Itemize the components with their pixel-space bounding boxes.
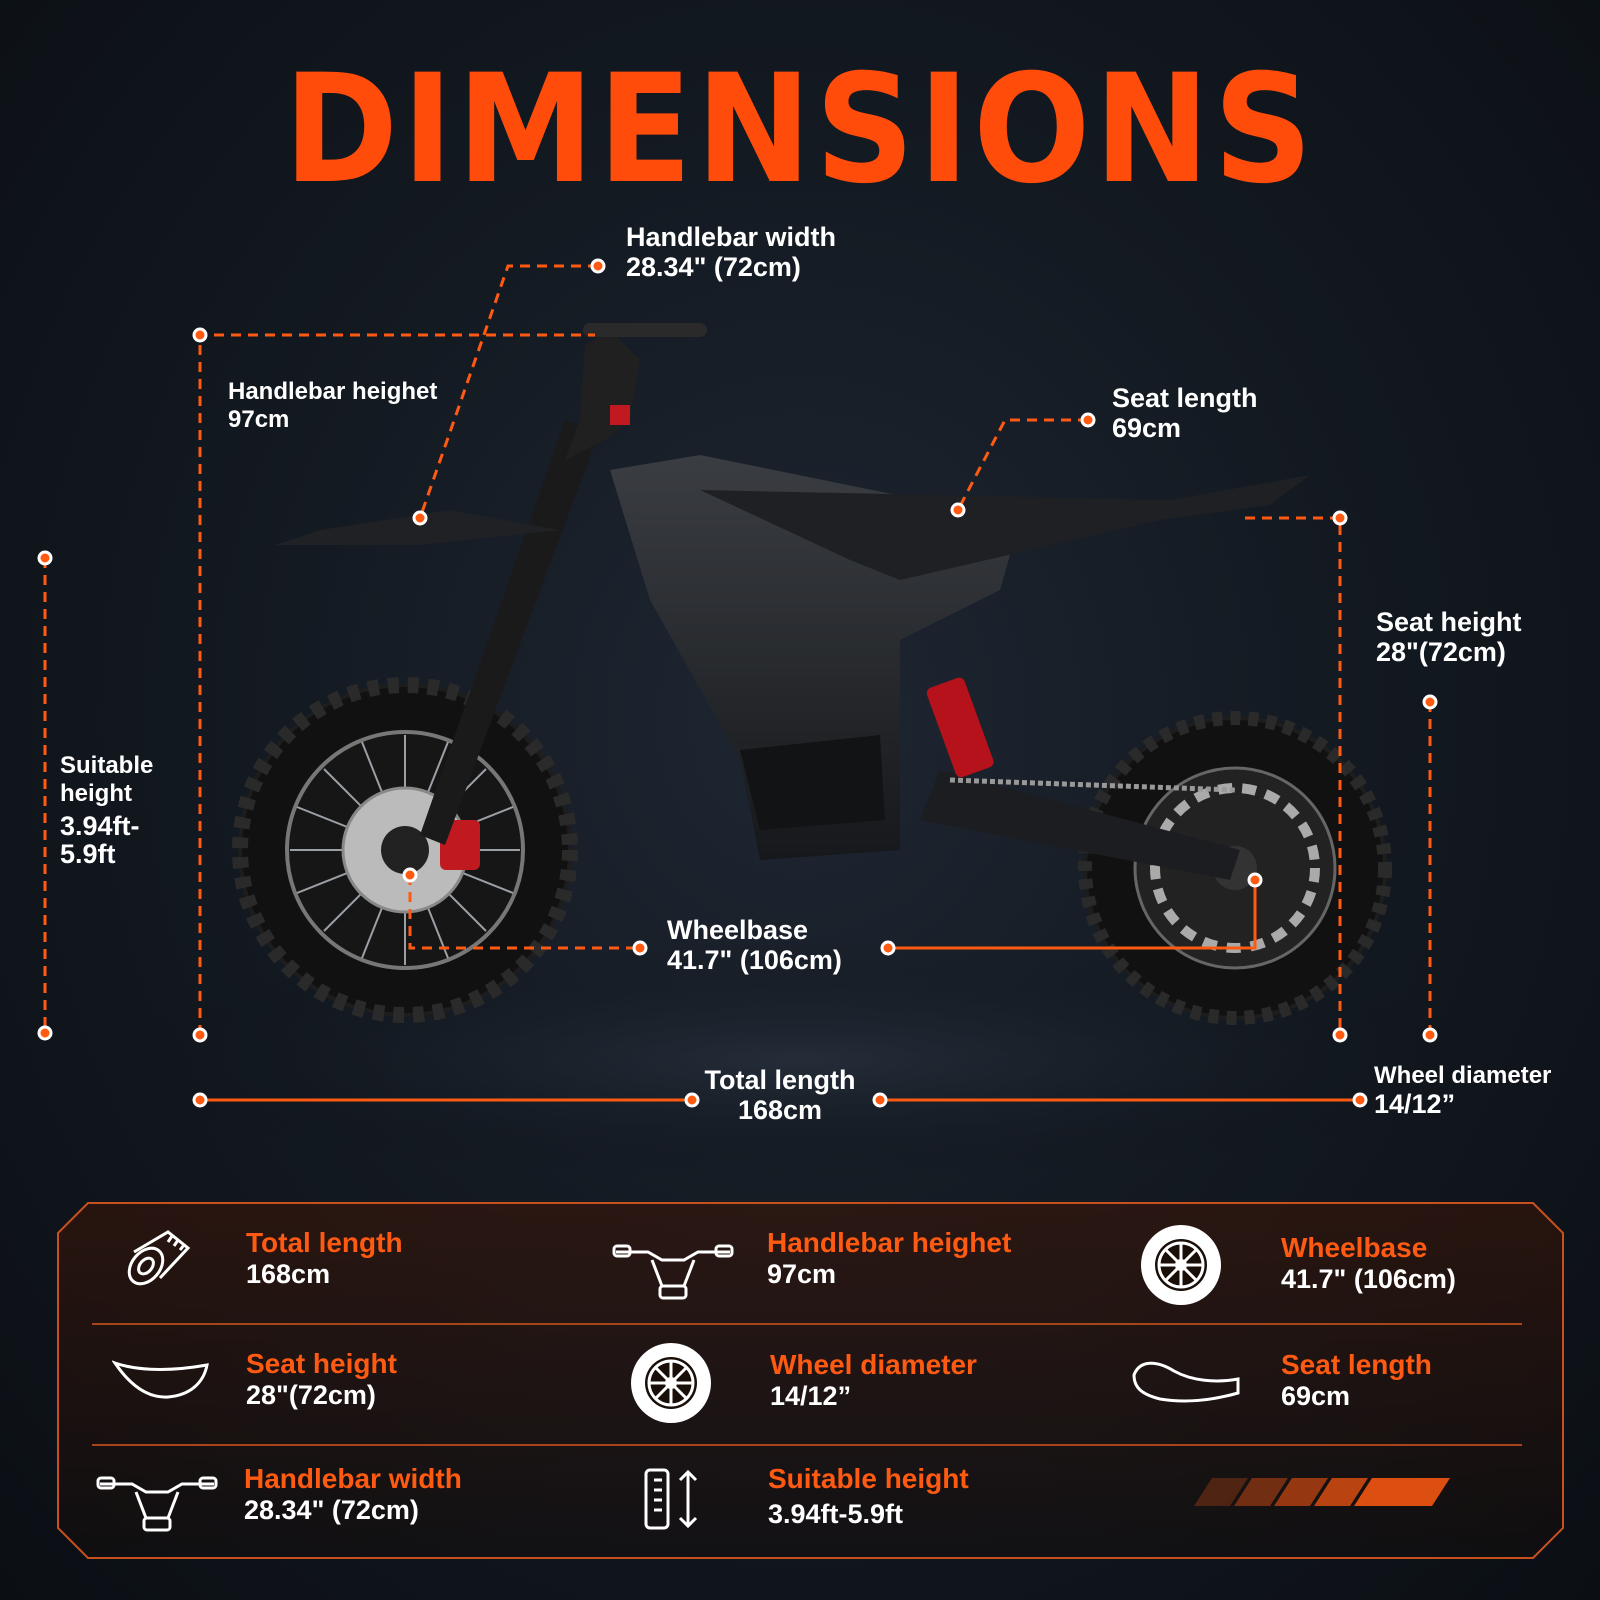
callout-value: 14/12”: [1374, 1089, 1456, 1119]
spec-seat-height: Seat height 28"(72cm): [246, 1349, 397, 1411]
handlebar-icon: [96, 1476, 218, 1532]
callout-value: 3.94ft-: [60, 811, 140, 841]
seat-icon: [1132, 1361, 1240, 1403]
spec-seat-length: Seat length 69cm: [1281, 1350, 1432, 1412]
callout-suitable-height: Suitable height 3.94ft- 5.9ft: [60, 752, 153, 868]
callout-handlebar-height: Handlebar heighet 97cm: [228, 378, 437, 434]
spec-value: 28"(72cm): [246, 1380, 376, 1410]
row-divider: [92, 1444, 1522, 1446]
spec-name: Suitable height: [768, 1463, 969, 1494]
callout-label: Total length: [704, 1065, 856, 1095]
callout-label: Handlebar width: [626, 222, 837, 252]
brake-caliper: [440, 820, 480, 870]
motorbike-image: [232, 323, 1392, 1025]
front-tire-tread: [232, 677, 578, 1023]
spec-name: Seat length: [1281, 1349, 1432, 1380]
callout-total-length: Total length 168cm: [690, 1065, 870, 1125]
spec-wheelbase: Wheelbase 41.7" (106cm): [1281, 1233, 1456, 1295]
callout-label: Seat height: [1376, 607, 1522, 637]
wheel-icon: [631, 1343, 711, 1423]
callout-label: Wheel diameter: [1374, 1062, 1552, 1089]
spec-value: 14/12”: [770, 1381, 852, 1411]
spec-name: Handlebar heighet: [767, 1227, 1012, 1258]
spec-value: 97cm: [767, 1259, 837, 1289]
rear-shock: [926, 677, 994, 778]
handlebar-icon: [612, 1244, 734, 1300]
handlebar-width-leader: [418, 264, 598, 519]
spec-value: 28.34" (72cm): [244, 1495, 419, 1525]
spec-handlebar-height: Handlebar heighet 97cm: [767, 1228, 1011, 1290]
callout-seat-height: Seat height 28"(72cm): [1376, 607, 1522, 667]
page-title: DIMENSIONS: [283, 43, 1317, 217]
front-fork: [420, 420, 600, 845]
swingarm: [920, 770, 1240, 880]
callout-wheel-diameter: Wheel diameter 14/12”: [1374, 1062, 1551, 1118]
spec-name: Wheel diameter: [770, 1349, 977, 1380]
seat-icon: [112, 1360, 209, 1399]
callout-handlebar-width: Handlebar width 28.34" (72cm): [626, 222, 836, 282]
front-fender: [275, 510, 560, 545]
fork-accent: [610, 405, 630, 425]
spec-name: Seat height: [246, 1348, 397, 1379]
spec-value: 41.7" (106cm): [1281, 1264, 1456, 1294]
spec-total-length: Total length 168cm: [246, 1228, 403, 1290]
callout-value: 28.34" (72cm): [626, 252, 801, 282]
wheelbase-line-right: [888, 880, 1257, 950]
spec-value: 168cm: [246, 1259, 331, 1289]
side-panel: [740, 735, 885, 830]
rear-tire-tread: [1078, 711, 1392, 1025]
callout-value: 5.9ft: [60, 839, 116, 869]
wheelbase-line-left: [408, 875, 640, 950]
spec-suitable-height: Suitable height 3.94ft-5.9ft: [768, 1464, 969, 1530]
callout-value: 168cm: [737, 1095, 823, 1125]
callout-value: 41.7" (106cm): [667, 945, 842, 975]
callout-label: Seat length: [1112, 383, 1258, 413]
spec-value: 3.94ft-5.9ft: [768, 1499, 904, 1529]
callout-label: Suitable: [60, 752, 154, 779]
spec-name: Handlebar width: [244, 1463, 462, 1494]
spec-wheel-diameter: Wheel diameter 14/12”: [770, 1350, 977, 1412]
callout-label: Wheelbase: [667, 915, 809, 945]
callout-label: Handlebar heighet: [228, 378, 438, 405]
row-divider: [92, 1323, 1522, 1325]
height-ruler-icon: [644, 1468, 698, 1530]
callout-seat-length: Seat length 69cm: [1112, 383, 1258, 443]
dimension-endpoints: [37, 258, 1438, 1108]
front-hub: [381, 826, 429, 874]
spec-name: Wheelbase: [1281, 1232, 1428, 1263]
callout-label: height: [60, 780, 132, 807]
headlight-plate: [565, 330, 640, 460]
spec-value: 69cm: [1281, 1381, 1351, 1411]
callout-value: 69cm: [1112, 413, 1182, 443]
callout-value: 97cm: [228, 406, 290, 433]
tape-measure-icon: [127, 1230, 191, 1286]
callout-value: 28"(72cm): [1376, 637, 1506, 667]
spec-name: Total length: [246, 1227, 403, 1258]
spec-handlebar-width: Handlebar width 28.34" (72cm): [244, 1464, 462, 1526]
callout-wheelbase: Wheelbase 41.7" (106cm): [667, 915, 842, 975]
seat: [700, 475, 1310, 580]
wheel-icon: [1141, 1225, 1221, 1305]
